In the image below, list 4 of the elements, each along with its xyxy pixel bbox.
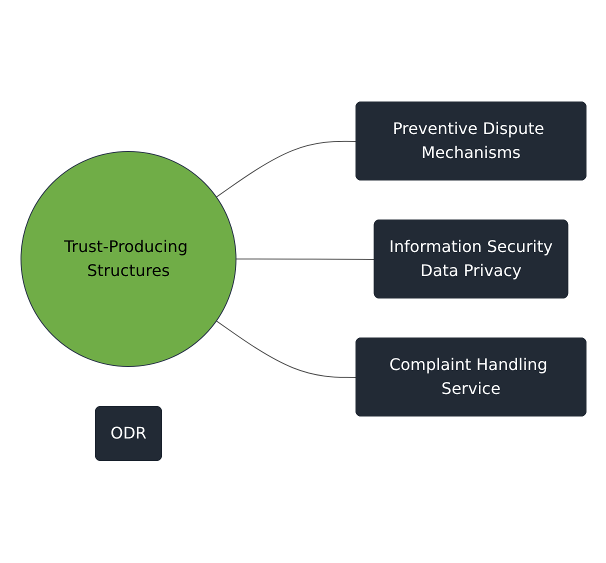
connector [215,141,356,198]
connector [215,320,356,378]
connector [235,258,375,260]
node-circle: Trust-Producing Structures [20,151,236,368]
